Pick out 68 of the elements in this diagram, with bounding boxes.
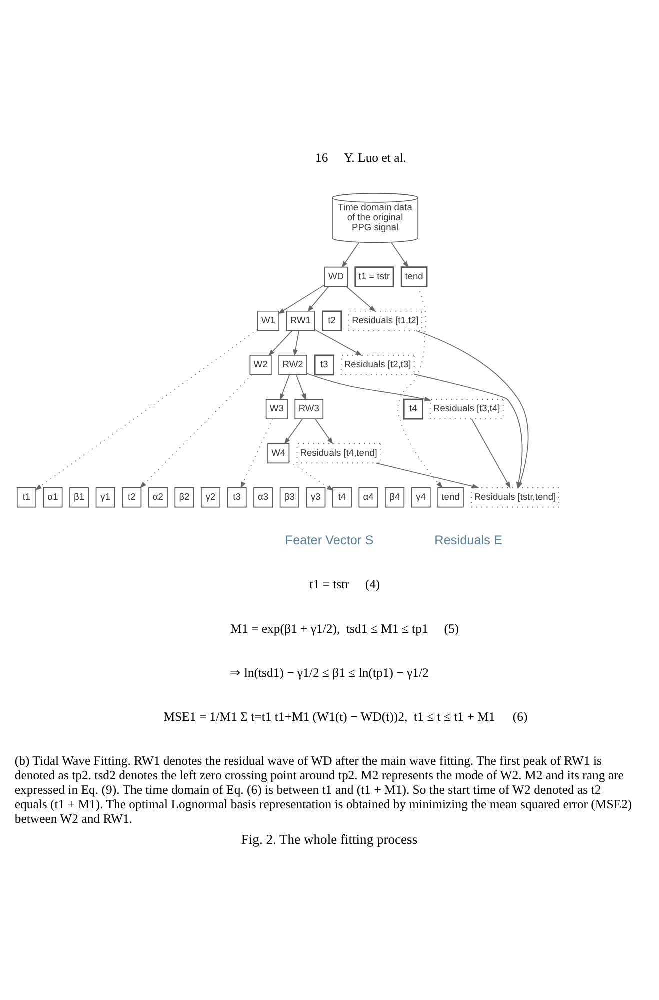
arrow [140,374,252,488]
label: (4) [365,577,380,592]
arrow [315,418,334,444]
node-box: α4 [358,486,378,508]
label: Feater Vector S [285,532,374,548]
arrow [35,328,258,490]
node-box: WD [324,266,348,287]
node-box: tend [400,266,428,287]
node-box: RW3 [294,398,324,419]
label: MSE1 = 1/M1 Σ t=t1 t1+M1 (W1(t) − WD(t))2, t1 ≤ t ≤ t1 + M1 [164,710,496,724]
node-box: β1 [70,486,90,508]
node-box: Residuals [tstr,tend] [471,486,560,508]
label: Residuals E [434,532,503,548]
arrow [296,374,306,400]
label: (6) [512,710,528,724]
node-box: γ3 [306,486,326,508]
arrow [240,418,274,488]
arrow [306,372,432,402]
arrow [284,418,304,444]
arrow [342,242,360,268]
arrow [278,284,326,314]
node-box: t3 [314,354,334,376]
node-box: W3 [266,398,288,419]
arrow [314,328,362,356]
node-box: Residuals [t1,t2] [348,310,422,331]
node-box: Residuals [t3,t4] [430,398,504,419]
arrow [307,286,330,312]
node-box: t4 [403,398,424,420]
node-box: W4 [268,442,290,464]
arrow [280,374,290,400]
node-box: t1 [16,486,36,508]
label: (5) [444,621,460,636]
node-box: t2 [322,310,342,332]
node-box: α1 [43,486,63,508]
arrow [471,418,511,488]
node-box: t2 [122,486,142,508]
arrow [346,286,376,312]
arrow [268,330,293,356]
node-box: β3 [280,486,300,508]
node-box: t4 [332,486,352,508]
node-box: α3 [254,486,274,508]
arrow [293,330,300,356]
node-box: γ1 [96,486,116,508]
label: ⇒ ln(tsd1) − γ1/2 ≤ β1 ≤ ln(tp1) − γ1/2 [230,665,429,680]
node-box: tend [438,486,464,508]
label: Y. Luo et al. [344,150,406,165]
label: 16 [316,150,328,165]
arrow [398,286,444,488]
node-box: α2 [148,486,168,508]
node-box: γ4 [411,486,431,508]
node-box: Residuals [t2,t3] [340,354,415,375]
node-box: W1 [257,310,280,331]
node-box: γ2 [201,486,221,508]
node-box: RW2 [278,354,308,375]
node-box: Residuals [t4,tend] [296,442,381,464]
arrow [376,462,480,488]
caption: Fig. 2. The whole fitting process [241,831,418,846]
node-box: t3 [227,486,247,508]
node-box: W2 [250,354,272,375]
label: (b) Tidal Wave Fitting. RW1 denotes the residual wave of WD after the main wave fitting. The first peak of RW1 is denoted as tp2. tsd2 denotes the left zero crossing point around tp2. M2 represents the mode of W2. M2 and its rang are expressed in Eq. (9). The time domain of Eq. (6) is between t1 and (t1 + M1). So the start time of W2 denoted as t2 equals (t1 + M1). The optimal Lognormal basis representation is obtained by minimizing the mean squared error (MSE2) between W2 and RW1. [14,754,632,826]
arrow [288,460,334,491]
node-box: β4 [385,486,405,508]
node-box: t1 = tstr [354,266,394,287]
node-box: β2 [174,486,194,508]
node-box: RW1 [286,310,316,331]
label: t1 = tstr [310,577,350,592]
arrow [391,242,409,268]
label: M1 = exp(β1 + γ1/2), tsd1 ≤ M1 ≤ tp1 [230,621,428,636]
